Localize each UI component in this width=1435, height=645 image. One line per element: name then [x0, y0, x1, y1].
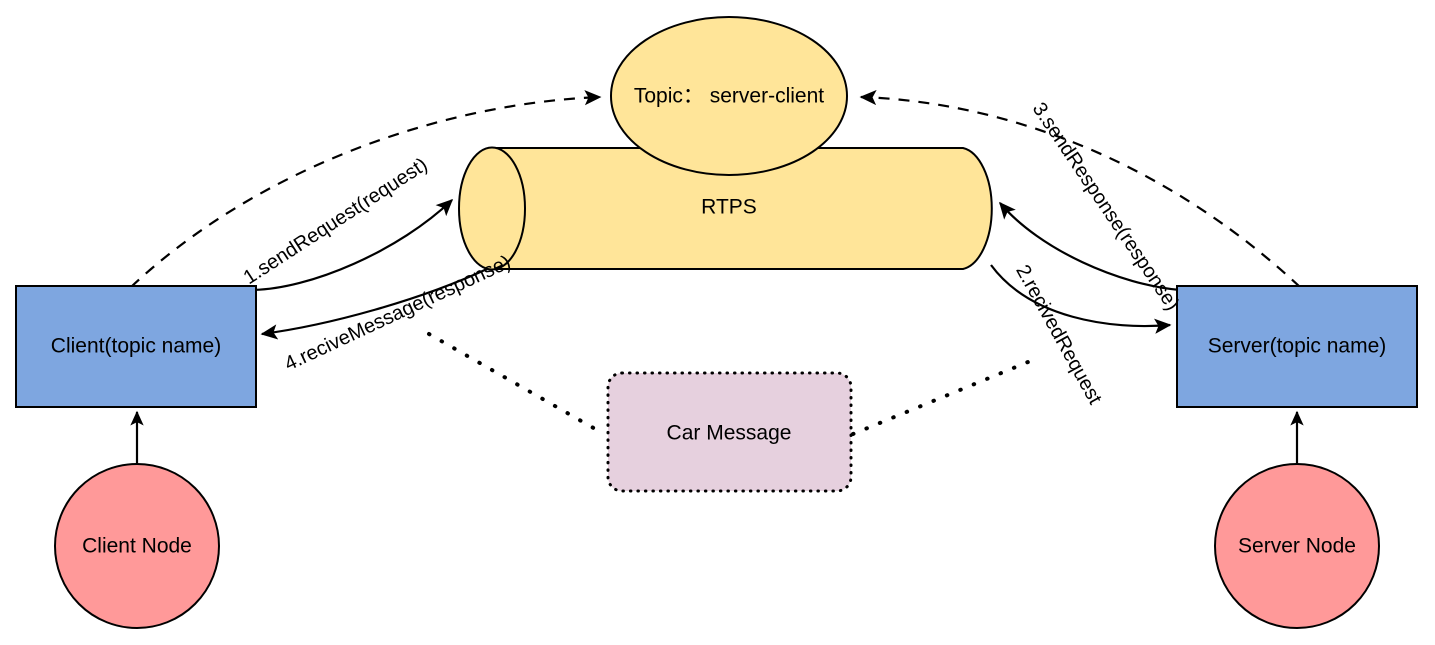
edge-label-recived-request: 2.recivedRequest: [1011, 261, 1106, 408]
rtps-cylinder: [458, 146, 993, 271]
edge-server-to-topic-dashed: [859, 89, 1301, 288]
edge-client-to-car-message-dotted: [427, 332, 606, 436]
client-box: Client(topic name): [15, 285, 257, 408]
edge-label-recive-message: 4.reciveMessage(response): [281, 251, 514, 375]
edge-send-response: [999, 201, 1181, 292]
edge-client-to-topic-dashed: [130, 90, 602, 288]
edge-car-message-to-server-dotted: [851, 360, 1030, 436]
car-message-box: Car Message: [606, 371, 853, 493]
server-box-label: Server(topic name): [1208, 335, 1387, 358]
server-node-label: Server Node: [1238, 535, 1356, 558]
edge-recived-request: [990, 264, 1172, 334]
edge-label-send-request: 1.sendRequest(request): [240, 154, 432, 289]
rtps-label: RTPS: [701, 196, 757, 219]
car-message-label: Car Message: [667, 422, 792, 445]
edge-send-request: [249, 198, 454, 292]
client-box-label: Client(topic name): [51, 335, 221, 358]
edge-label-send-response: 3.sendResponse(response): [1028, 99, 1184, 315]
edge-recive-message: [260, 268, 488, 340]
client-node-label: Client Node: [82, 535, 192, 558]
server-box: Server(topic name): [1176, 285, 1418, 408]
client-node-circle: Client Node: [54, 463, 220, 629]
topic-label: Topic： server-client: [634, 85, 824, 108]
topic-ellipse: Topic： server-client: [610, 16, 848, 176]
server-node-circle: Server Node: [1214, 463, 1380, 629]
